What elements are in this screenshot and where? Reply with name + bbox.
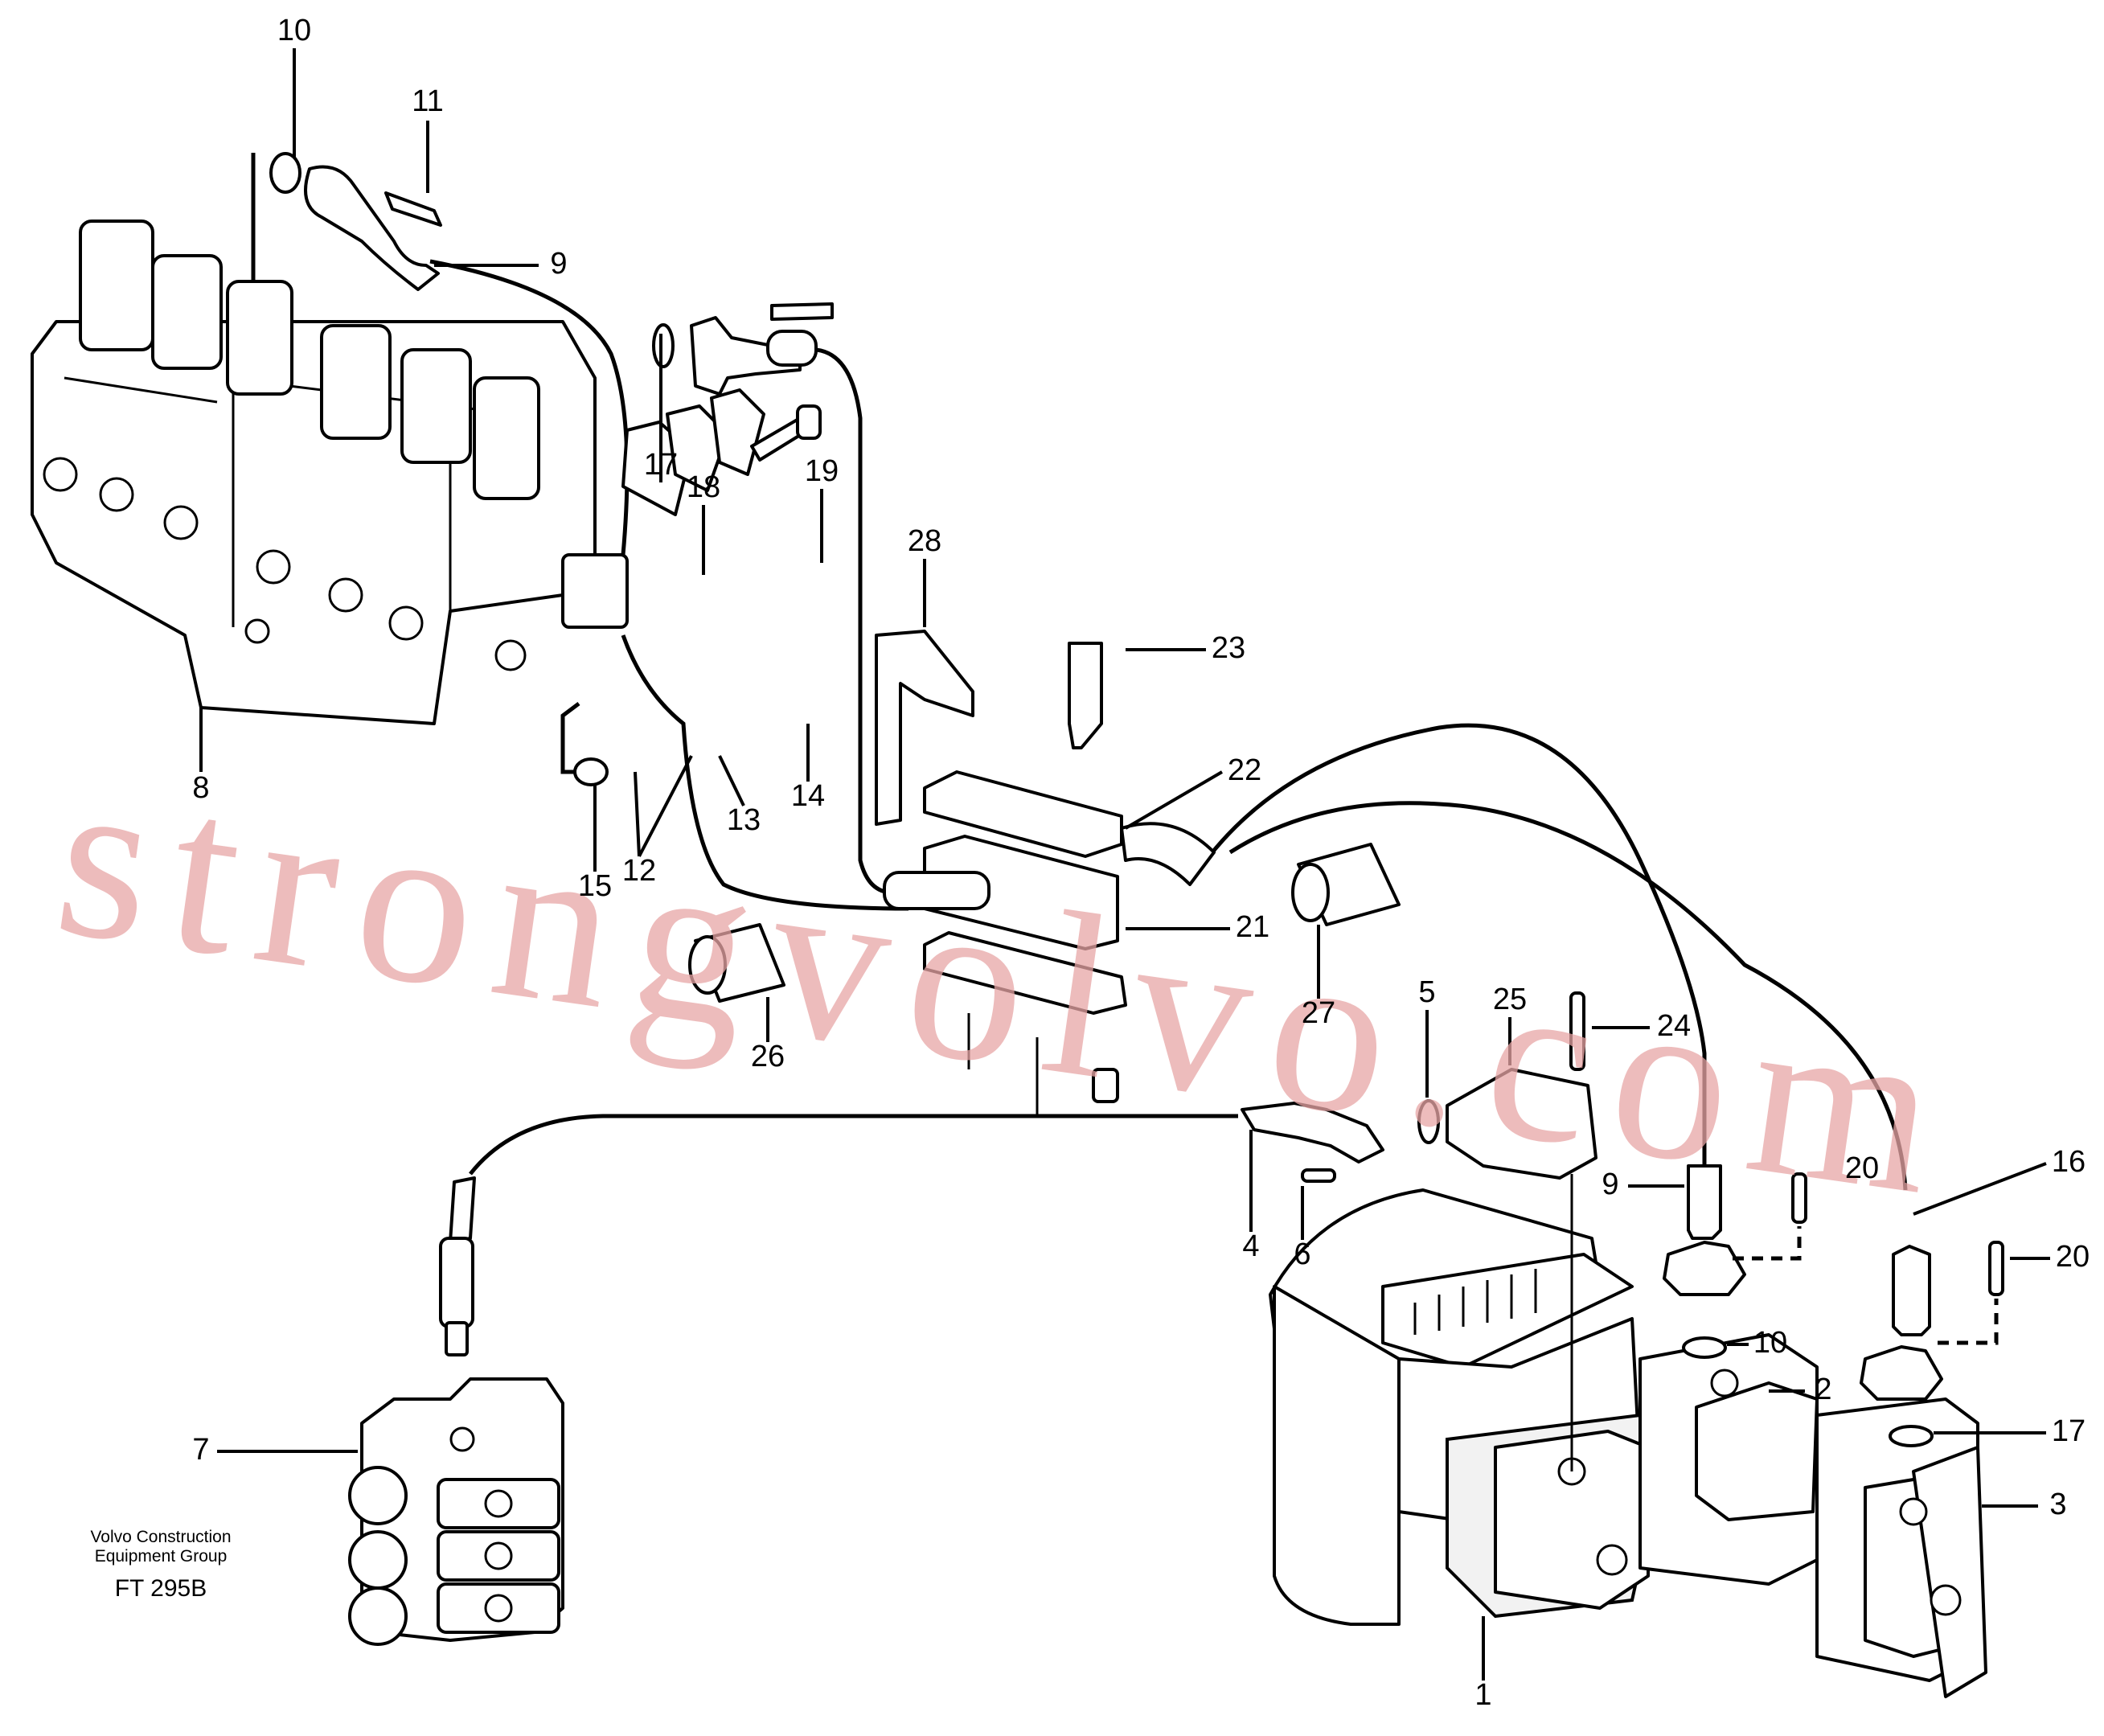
- pump-cooling-fins: [1413, 1269, 1537, 1335]
- valve-solenoid-caps: [79, 220, 540, 500]
- callout-17: 17: [2052, 1414, 2086, 1448]
- callout-4: 4: [1242, 1229, 1259, 1263]
- callout-20: 20: [2056, 1240, 2090, 1274]
- mounting-bracket: [875, 630, 1216, 1118]
- callout-23: 23: [1212, 631, 1245, 665]
- sleeves: [688, 843, 1401, 1003]
- fitting-assembly-mid: [652, 302, 834, 396]
- callout-2: 2: [1815, 1373, 1831, 1406]
- control-valve-block: [31, 220, 629, 725]
- callout-8: 8: [192, 771, 209, 805]
- callout-28: 28: [908, 524, 941, 558]
- leader-lines: [199, 48, 2050, 1681]
- bracket-assembly: [573, 388, 822, 786]
- callout-9: 9: [550, 247, 567, 281]
- callout-13: 13: [727, 803, 761, 837]
- callout-26: 26: [751, 1040, 785, 1073]
- callout-6: 6: [1294, 1237, 1310, 1271]
- pump-top-fittings: [1663, 1164, 2004, 1447]
- callout-1: 1: [1474, 1678, 1491, 1712]
- callout-18: 18: [687, 470, 720, 504]
- pump-assembly: [1269, 1174, 1987, 1698]
- callout-27: 27: [1302, 996, 1335, 1030]
- callout-10: 10: [277, 14, 311, 47]
- callout-20: 20: [1845, 1151, 1879, 1185]
- footer-company-line1: Volvo Construction: [90, 1528, 231, 1546]
- fitting-assembly-lower: [1241, 991, 1597, 1183]
- callout-10: 10: [1753, 1326, 1787, 1360]
- callout-3: 3: [2049, 1488, 2066, 1521]
- callout-15: 15: [578, 869, 612, 903]
- callout-9: 9: [1602, 1168, 1618, 1201]
- sensor-fitting: [439, 1176, 476, 1356]
- callout-16: 16: [2052, 1145, 2086, 1179]
- callout-7: 7: [192, 1433, 209, 1467]
- callout-21: 21: [1236, 910, 1269, 944]
- callout-22: 22: [1228, 753, 1261, 787]
- callout-19: 19: [805, 454, 839, 488]
- valve-ports: [43, 457, 527, 671]
- callout-12: 12: [622, 854, 656, 888]
- small-valve-block: [348, 1377, 564, 1646]
- callout-5: 5: [1418, 975, 1435, 1009]
- callout-25: 25: [1493, 983, 1527, 1016]
- footer-figure-code: FT 295B: [115, 1575, 207, 1602]
- callout-14: 14: [791, 779, 825, 813]
- elbow-fitting-top: [269, 152, 442, 291]
- hose-lines: [251, 153, 1908, 1191]
- callout-24: 24: [1657, 1009, 1691, 1043]
- footer-company-line2: Equipment Group: [95, 1547, 228, 1566]
- callout-11: 11: [412, 84, 443, 118]
- callout-17: 17: [644, 448, 678, 482]
